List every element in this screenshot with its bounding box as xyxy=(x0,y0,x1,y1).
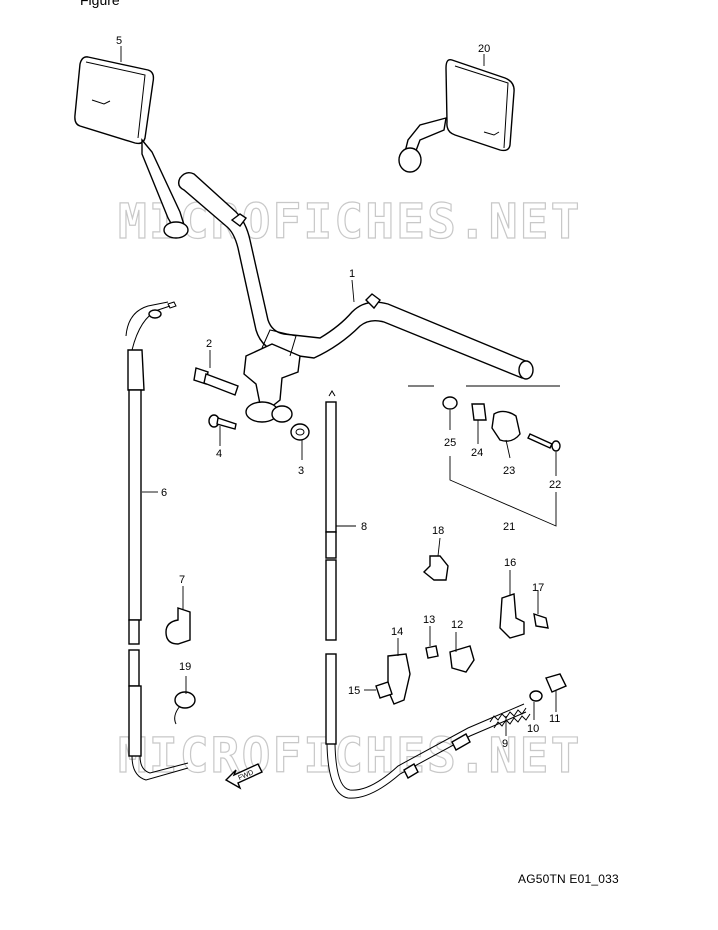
callout-7: 7 xyxy=(179,574,185,586)
bolt-15 xyxy=(375,681,393,699)
bolt-2 xyxy=(193,367,239,396)
leader-lines xyxy=(120,46,560,736)
spring-9 xyxy=(489,707,531,729)
callout-11: 11 xyxy=(549,713,560,725)
callout-24: 24 xyxy=(471,447,483,459)
callouts: 1 2 3 4 5 6 7 8 9 10 11 12 13 14 15 16 1… xyxy=(116,35,561,750)
watermark-bottom: MICROFICHES.NET xyxy=(118,728,581,784)
callout-4: 4 xyxy=(216,448,222,460)
clamp-18 xyxy=(422,555,449,581)
callout-10: 10 xyxy=(527,723,539,735)
callout-2: 2 xyxy=(206,338,212,350)
diagram-code: AG50TN E01_033 xyxy=(518,872,619,886)
callout-19: 19 xyxy=(179,661,191,673)
callout-6: 6 xyxy=(161,487,167,499)
header-text: Figure xyxy=(80,0,120,8)
nut-11 xyxy=(545,673,567,693)
screw-4 xyxy=(208,414,237,430)
nut-3 xyxy=(290,423,310,441)
clamp-16 xyxy=(499,593,525,639)
clamp-12 xyxy=(449,645,475,673)
adjuster-10 xyxy=(529,690,543,702)
callout-16: 16 xyxy=(504,557,516,569)
callout-15: 15 xyxy=(348,685,360,697)
brake-cable xyxy=(325,390,527,799)
screw-13 xyxy=(425,645,439,659)
callout-17: 17 xyxy=(532,582,544,594)
callout-3: 3 xyxy=(298,465,304,477)
callout-20: 20 xyxy=(478,43,490,55)
mirror-right xyxy=(398,58,515,173)
spacer-24 xyxy=(471,403,487,421)
watermark-top: MICROFICHES.NET xyxy=(118,194,581,250)
callout-21: 21 xyxy=(503,521,515,533)
callout-5: 5 xyxy=(116,35,122,47)
screw-22 xyxy=(527,433,561,452)
callout-12: 12 xyxy=(451,619,463,631)
callout-18: 18 xyxy=(432,525,444,537)
collar-25 xyxy=(442,396,458,410)
callout-13: 13 xyxy=(423,614,435,626)
mirror-left xyxy=(74,56,189,239)
balancer-23 xyxy=(491,410,521,442)
callout-25: 25 xyxy=(444,437,456,449)
handlebar xyxy=(177,171,534,423)
callout-8: 8 xyxy=(361,521,367,533)
callout-23: 23 xyxy=(503,465,515,477)
callout-22: 22 xyxy=(549,479,561,491)
callout-9: 9 xyxy=(502,738,508,750)
clip-7 xyxy=(165,607,191,645)
callout-14: 14 xyxy=(391,626,403,638)
callout-1: 1 xyxy=(349,268,355,280)
screw-17 xyxy=(533,612,549,629)
throttle-cable xyxy=(125,301,189,781)
band-19 xyxy=(174,691,196,725)
fwd-arrow: FWD xyxy=(224,763,263,790)
bracket-14 xyxy=(387,653,411,705)
